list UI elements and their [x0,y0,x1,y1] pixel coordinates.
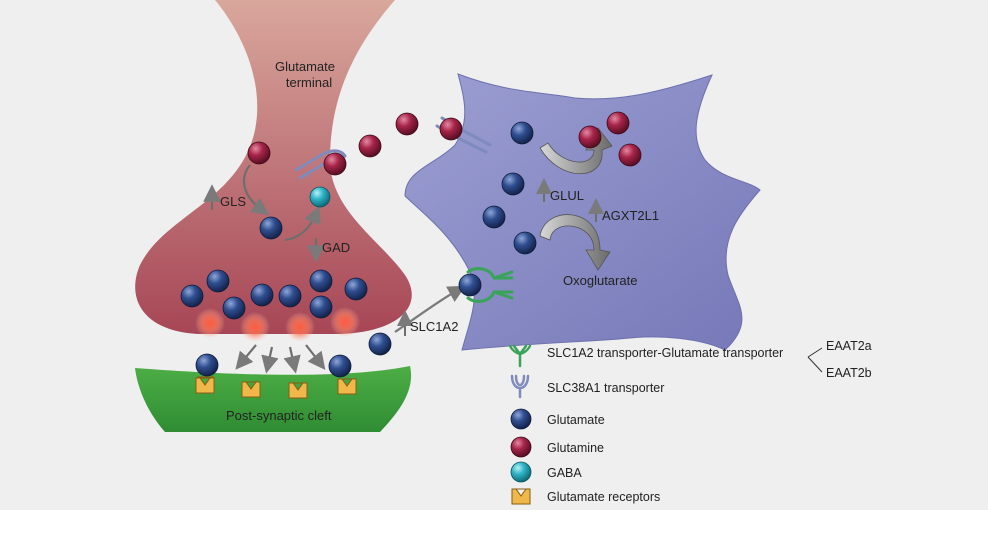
label-slc1a2: SLC1A2 [410,319,458,334]
legend: SLC1A2 transporter-Glutamate transporter… [508,339,872,505]
release-arrows [235,344,326,374]
label-gad: GAD [322,240,350,255]
legend-glutamate-label: Glutamate [547,413,605,427]
legend-green-transporter-icon [508,344,532,368]
legend-receptors-label: Glutamate receptors [547,490,660,504]
glutamate-molecules [180,121,537,378]
legend-eaat2a: EAAT2a [826,339,872,353]
release-glows [195,307,360,342]
label-post-synaptic-cleft: Post-synaptic cleft [226,408,332,423]
legend-slc38a1-label: SLC38A1 transporter [547,381,664,395]
label-agxt2l1: AGXT2L1 [602,208,659,223]
legend-glutamate-icon [510,408,532,430]
slc1a2-transporter [466,267,514,303]
astrocyte [404,73,761,351]
label-glutamate-terminal-1: Glutamate [275,59,335,74]
legend-glutamine-icon [510,436,532,458]
glutamate-receptors [195,376,357,399]
gaba-molecule [309,186,331,208]
legend-receptor-icon [511,488,531,505]
legend-bracket [807,347,823,373]
label-oxoglutarate: Oxoglutarate [563,273,637,288]
reuptake-arrow [394,285,466,333]
legend-eaat2b: EAAT2b [826,366,872,380]
legend-glutamine-label: Glutamine [547,441,604,455]
terminal-arrows [203,164,325,263]
legend-gaba-label: GABA [547,466,582,480]
glutamate-terminal [135,0,412,334]
label-glutamate-terminal-2: terminal [286,75,332,90]
legend-slc1a2-label: SLC1A2 transporter-Glutamate transporter [547,346,783,360]
label-gls: GLS [220,194,246,209]
legend-blue-transporter-icon [510,374,530,399]
legend-gaba-icon [510,461,532,483]
label-glul: GLUL [550,188,584,203]
glutamine-molecules [247,111,642,176]
